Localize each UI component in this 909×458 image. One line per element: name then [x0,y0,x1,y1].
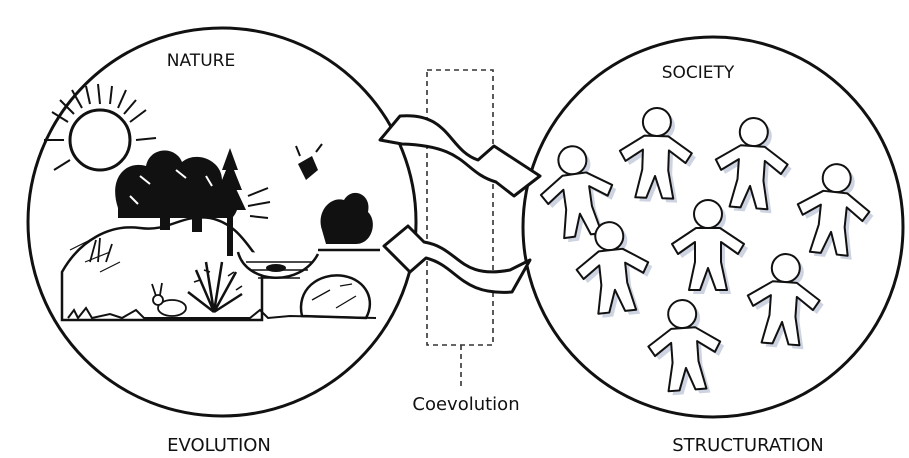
structuration-label: STRUCTURATION [672,435,823,456]
society-label: SOCIETY [662,63,735,83]
ground-line [67,306,377,320]
arrow-icon [382,224,532,294]
bird-icon [295,143,323,180]
tree-icon [115,148,271,256]
nature-scene [44,83,380,322]
rock [299,274,372,320]
arrow-icon [378,114,542,198]
coevolution-box [426,69,494,346]
sun-icon [44,83,157,172]
coevolution-label: Coevolution [412,394,519,415]
evolution-label: EVOLUTION [167,435,271,456]
nature-label: NATURE [167,51,235,71]
rabbit-icon [151,282,187,317]
tree-icon [318,192,380,252]
pond [236,251,320,279]
bush-icon [187,261,243,314]
